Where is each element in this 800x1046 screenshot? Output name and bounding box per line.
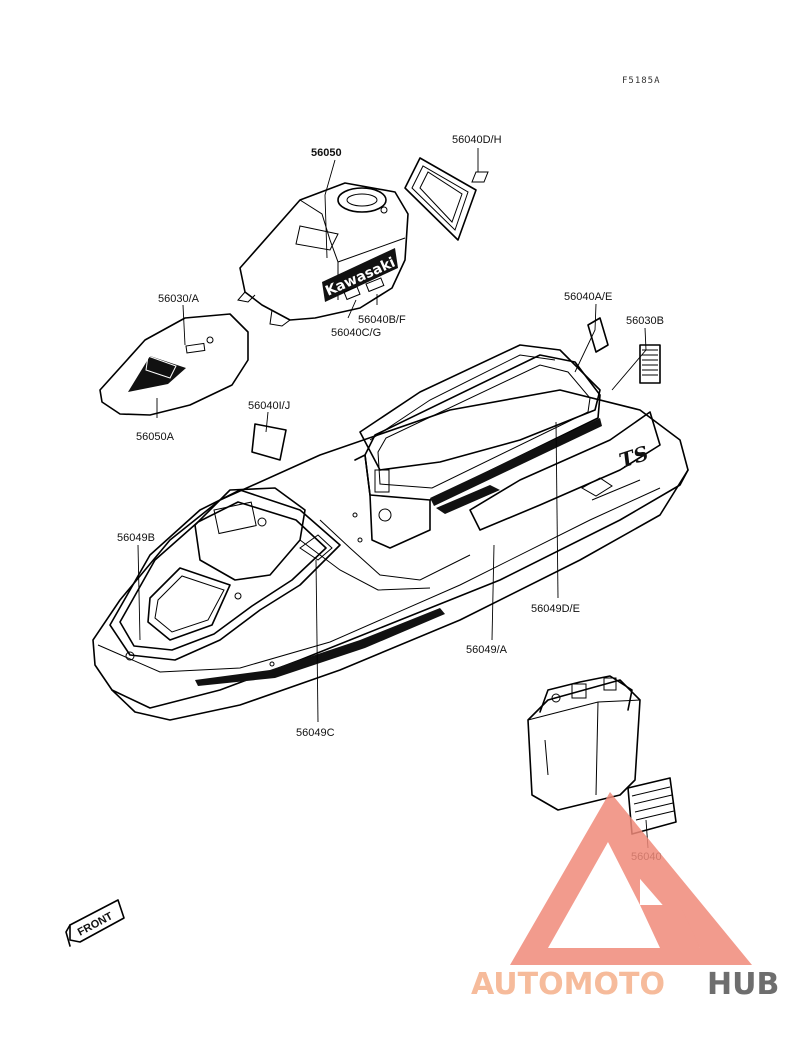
part-label-56049C: 56049C: [296, 727, 335, 739]
decal-56040AE: [587, 317, 609, 353]
drawing-code: F5185A: [622, 76, 661, 86]
decal-56040IJ: [251, 423, 287, 461]
automotohub-watermark: AUTOMOTO HUB: [471, 792, 779, 1002]
part-label-56050: 56050: [311, 147, 342, 159]
part-label-56030B: 56030B: [626, 315, 664, 327]
jet-ski-hull-illustration: TS: [92, 344, 689, 721]
lid-illustration: [404, 157, 489, 241]
battery-illustration: [527, 675, 677, 835]
leader-lines: [137, 148, 649, 849]
part-label-56049DE: 56049D/E: [531, 603, 580, 615]
part-label-56040CG: 56040C/G: [331, 327, 381, 339]
hull-model-text: TS: [616, 441, 651, 473]
watermark-text-part2: HUB: [707, 967, 779, 1002]
part-label-56040BF: 56040B/F: [358, 314, 406, 326]
part-label-56050A: 56050A: [136, 431, 175, 443]
part-label-56049A: 56049/A: [466, 644, 508, 656]
part-label-56040AE: 56040A/E: [564, 291, 612, 303]
watermark-text-part1: AUTOMOTO: [471, 967, 665, 1002]
part-label-56030A: 56030/A: [158, 293, 200, 305]
decal-56030B: [639, 344, 661, 384]
front-direction-arrow: FRONT: [65, 899, 125, 947]
part-label-56049B: 56049B: [117, 532, 155, 544]
part-label-56040IJ: 56040I/J: [248, 400, 290, 412]
part-label-56040DH: 56040D/H: [452, 134, 502, 146]
engine-cover-illustration: Kawasaki: [237, 182, 409, 327]
seat-cover-illustration: [99, 313, 249, 416]
part-labels: 56050 56040D/H 56030/A 56040B/F 56040C/G…: [117, 134, 664, 863]
